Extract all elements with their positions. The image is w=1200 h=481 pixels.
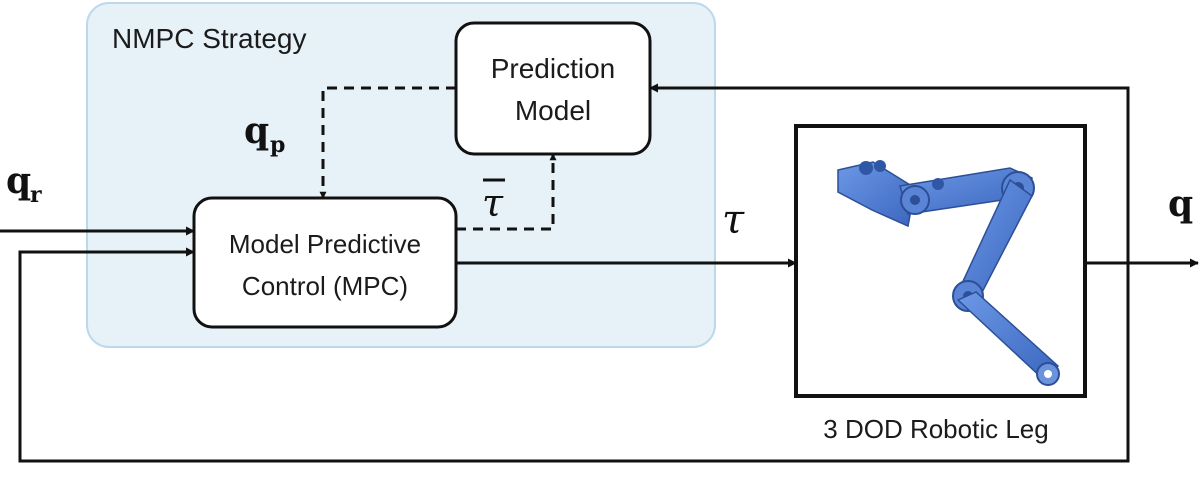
prediction-model-label-line1: Prediction (491, 53, 616, 84)
svg-text:q: q (244, 110, 269, 152)
svg-text:τ: τ (482, 181, 504, 225)
qp-label: q p (244, 110, 285, 158)
svg-text:r: r (30, 182, 42, 208)
tau-label: τ (722, 197, 745, 243)
svg-text:p: p (270, 132, 285, 158)
prediction-model-label-line2: Model (515, 95, 591, 126)
mpc-block (192, 196, 458, 329)
nmpc-strategy-title: NMPC Strategy (112, 23, 307, 54)
mpc-label-line2: Control (MPC) (242, 271, 408, 301)
robotic-leg-caption: 3 DOD Robotic Leg (823, 414, 1048, 444)
tau-bar-label: τ (482, 178, 505, 225)
svg-text:q: q (6, 160, 31, 202)
robotic-leg-icon (837, 160, 1060, 386)
mpc-label-line1: Model Predictive (229, 229, 421, 259)
qr-label: q r (6, 160, 42, 208)
q-output-label: q (1168, 183, 1193, 225)
prediction-model-block (454, 21, 652, 156)
